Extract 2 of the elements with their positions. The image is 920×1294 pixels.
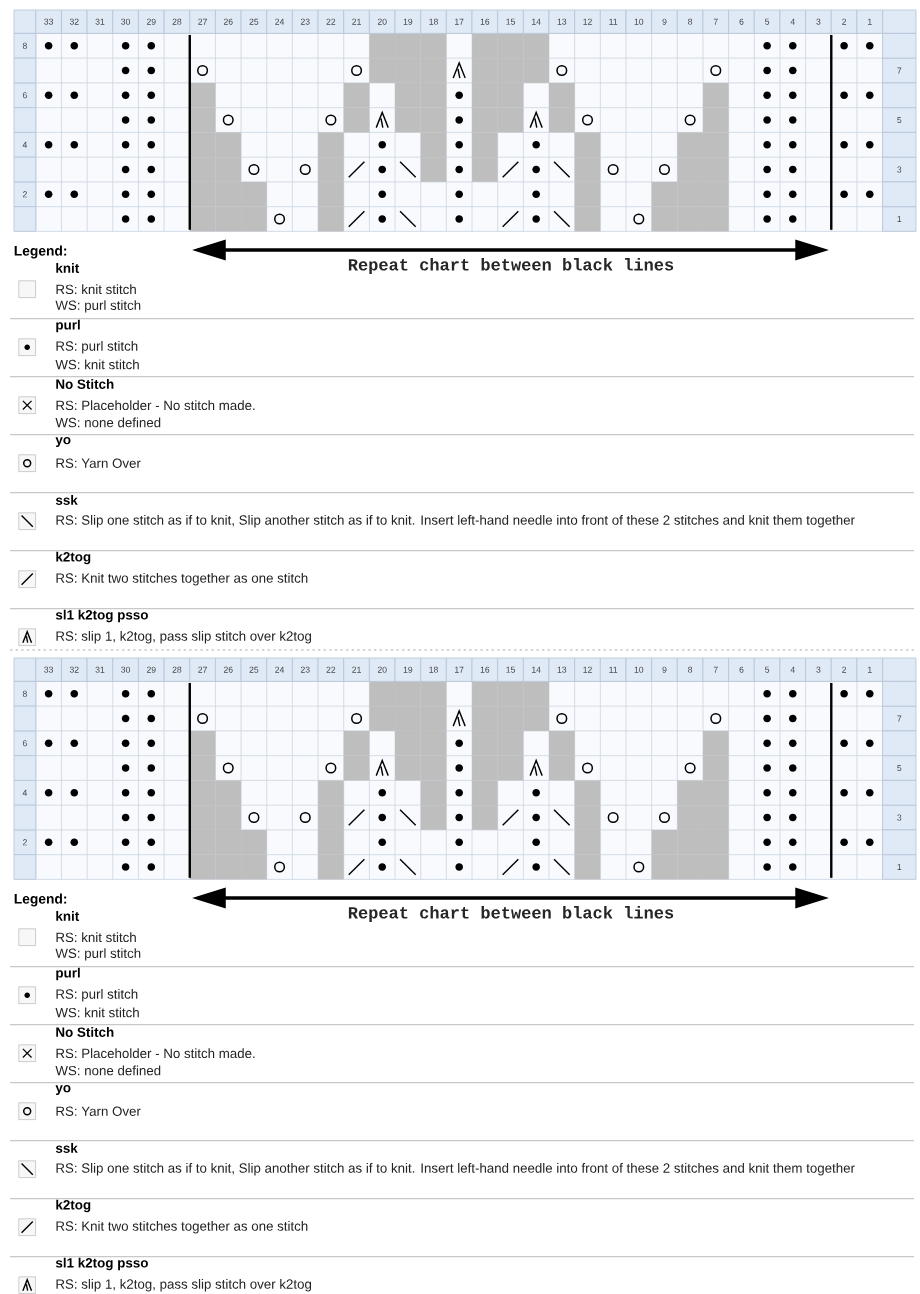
repeat-note: Repeat chart between black lines	[348, 258, 674, 274]
repeat-note: Repeat chart between black lines	[348, 906, 674, 922]
